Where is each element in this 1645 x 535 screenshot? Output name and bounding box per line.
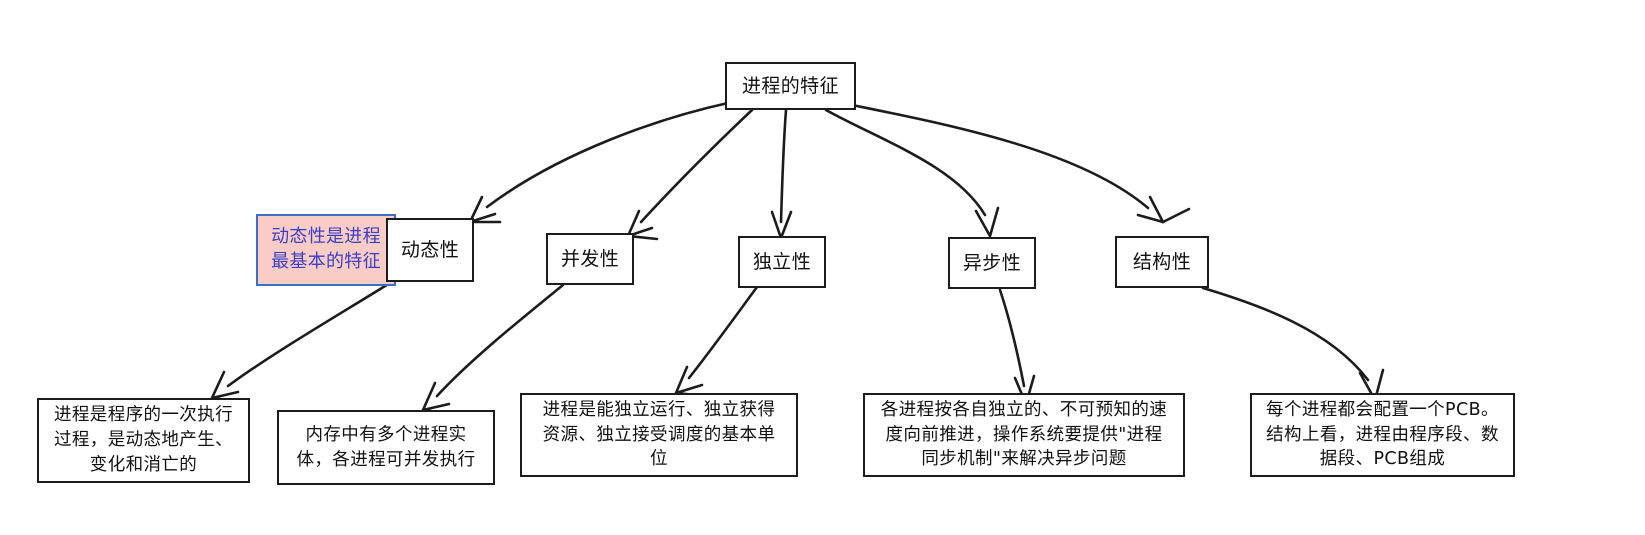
edge-root-to-yibuxing xyxy=(824,108,1000,238)
note-dynamic-most-basic[interactable]: 动态性是进程 最基本的特征 xyxy=(256,214,396,286)
node-branch-bingfaxing[interactable]: 并发性 xyxy=(546,233,634,285)
node-leaf-dongtaixing-detail[interactable]: 进程是程序的一次执行 过程，是动态地产生、 变化和消亡的 xyxy=(37,398,250,483)
node-branch-dongtaixing[interactable]: 动态性 xyxy=(386,218,474,282)
edge-dulixing-to-leaf3 xyxy=(674,285,759,398)
edge-root-to-bingfaxing xyxy=(626,108,754,241)
node-leaf-jiegouxing-detail[interactable]: 每个进程都会配置一个PCB。 结构上看，进程由程序段、数 据段、PCB组成 xyxy=(1250,393,1515,477)
node-branch-yibuxing[interactable]: 异步性 xyxy=(948,237,1036,289)
edge-root-to-dongtaixing xyxy=(468,101,730,224)
edge-jiegouxing-to-leaf5 xyxy=(1201,286,1385,402)
node-branch-dulixing[interactable]: 独立性 xyxy=(738,236,826,288)
node-leaf-yibuxing-detail[interactable]: 各进程按各自独立的、不可预知的速 度向前推进，操作系统要提供"进程 同步机制"来… xyxy=(863,393,1185,477)
node-branch-jiegouxing[interactable]: 结构性 xyxy=(1115,236,1209,288)
node-root-process-features[interactable]: 进程的特征 xyxy=(725,62,856,110)
edge-root-to-jentgouxing xyxy=(850,103,1191,224)
node-leaf-dulixing-detail[interactable]: 进程是能独立运行、独立获得 资源、独立接受调度的基本单 位 xyxy=(520,393,798,477)
edge-yibuxing-to-leaf4 xyxy=(998,288,1036,406)
edge-root-to-dulixing xyxy=(770,108,793,240)
edge-dongtaixing-to-leaf1 xyxy=(210,281,392,404)
node-leaf-bingfaxing-detail[interactable]: 内存中有多个进程实 体，各进程可并发执行 xyxy=(277,410,495,485)
